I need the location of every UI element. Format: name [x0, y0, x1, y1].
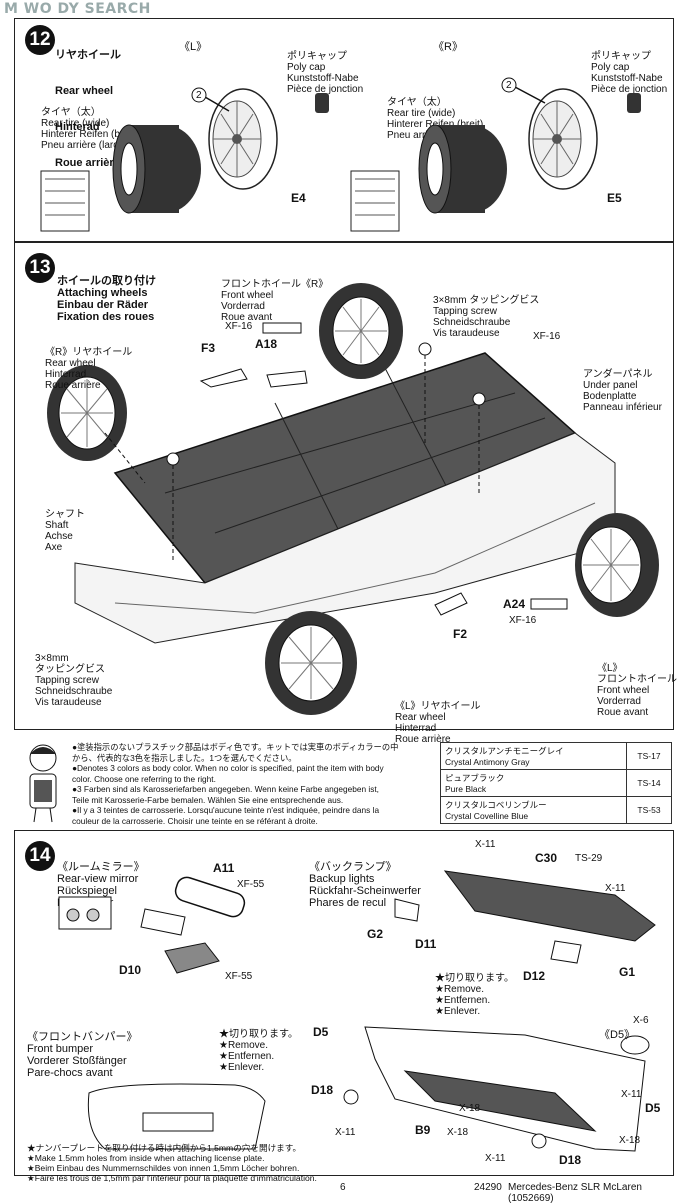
site-watermark: M WO DY SEARCH: [4, 1, 151, 17]
part-c30: C30: [535, 851, 558, 865]
license-plate-note: ★ナンバープレートを取り付ける時は内側から1,5mmの穴を開けます。★Make …: [27, 1143, 317, 1183]
part-g2: G2: [367, 927, 384, 941]
part-x11-c: X-11: [335, 1127, 356, 1138]
rear-wheel-r-drawing: [47, 365, 146, 484]
part-a24: A24: [503, 597, 526, 611]
part-d12: D12: [523, 969, 546, 983]
part-x18-a: X-18: [459, 1103, 481, 1114]
paint-code-xf55-a: XF-55: [237, 879, 265, 890]
part-f2: F2: [453, 627, 468, 641]
step-12-illustration: [40, 77, 641, 232]
step-number: 14: [25, 841, 55, 871]
part-d11: D11: [415, 937, 437, 951]
rear-tire-left-drawing: [40, 124, 201, 232]
part-g1: G1: [619, 965, 636, 979]
remove-note-bumper: ★切り取ります。★Remove.★Entfernen.★Enlever.: [219, 1029, 298, 1073]
part-d18-b: D18: [559, 1153, 582, 1167]
body-color-note: ●塗装指示のないプラスチック部品はボディ色です。キットでは実車のボディカラーの中…: [72, 742, 399, 826]
step-12-panel: 12 リヤホイール Rear wheel Hinterad Roue arriè…: [14, 18, 674, 242]
rear-wheel-l-drawing: [265, 611, 357, 715]
mascot-illustration: [29, 744, 57, 823]
paint-code-xf16-a: XF-16: [225, 321, 253, 332]
step-number: 13: [25, 253, 55, 283]
part-f3: F3: [201, 341, 216, 355]
color-code-cell: TS-14: [626, 769, 672, 797]
part-b9: B9: [415, 1123, 431, 1137]
part-d18-a: D18: [311, 1083, 334, 1097]
part-x11-b: X-11: [605, 883, 626, 894]
part-d5-a: D5: [313, 1025, 329, 1039]
callout-number-left: 2: [196, 90, 202, 101]
paint-code-ts29: TS-29: [575, 853, 603, 864]
part-x11-e: X-11: [485, 1153, 506, 1164]
step-13-illustration: [47, 283, 659, 715]
step-14-illustration: [58, 870, 656, 1152]
part-d5-b: D5: [645, 1101, 661, 1115]
page-number: 6: [340, 1182, 346, 1193]
remove-note-backup: ★切り取ります。★Remove.★Entfernen.★Enlever.: [435, 973, 514, 1017]
step-number: 12: [25, 25, 55, 55]
rear-rim-right-drawing: [501, 77, 641, 190]
callout-number-right: 2: [506, 80, 512, 91]
kit-code: 24290: [474, 1182, 502, 1193]
rear-tire-right-drawing: [350, 124, 507, 232]
front-wheel-l-drawing: [575, 513, 659, 617]
step-14-panel: 14 《ルームミラー》Rear-view mirrorRückspiegelRé…: [14, 830, 674, 1183]
part-e4: E4: [291, 191, 306, 205]
right-side-mark: 《R》: [433, 41, 463, 53]
part-x18-c: X-18: [619, 1135, 641, 1146]
part-x6: X-6: [633, 1015, 649, 1026]
part-d5-mark: 《D5》: [599, 1029, 636, 1041]
rear-rim-left-drawing: [191, 87, 329, 190]
part-e5: E5: [607, 191, 622, 205]
paint-code-xf55-b: XF-55: [225, 971, 253, 982]
color-code-cell: TS-53: [626, 796, 672, 824]
part-x11-a: X-11: [475, 839, 496, 850]
color-code-cell: TS-17: [626, 742, 672, 770]
part-x11-d: X-11: [621, 1089, 642, 1100]
kit-title: Mercedes-Benz SLR McLaren (1052669): [508, 1182, 642, 1204]
paint-code-xf16-b: XF-16: [533, 331, 561, 342]
screws-drawing: [166, 342, 486, 563]
part-a11: A11: [213, 861, 235, 875]
part-x18-b: X-18: [447, 1127, 469, 1138]
part-a18: A18: [255, 337, 278, 351]
step-title: リヤホイール Rear wheel Hinterad Roue arrière: [55, 49, 121, 169]
front-wheel-r-drawing: [319, 283, 403, 379]
paint-code-xf16-c: XF-16: [509, 615, 537, 626]
part-d10: D10: [119, 963, 142, 977]
chassis-body-drawing: [74, 432, 616, 644]
left-side-mark: 《L》: [179, 41, 208, 53]
